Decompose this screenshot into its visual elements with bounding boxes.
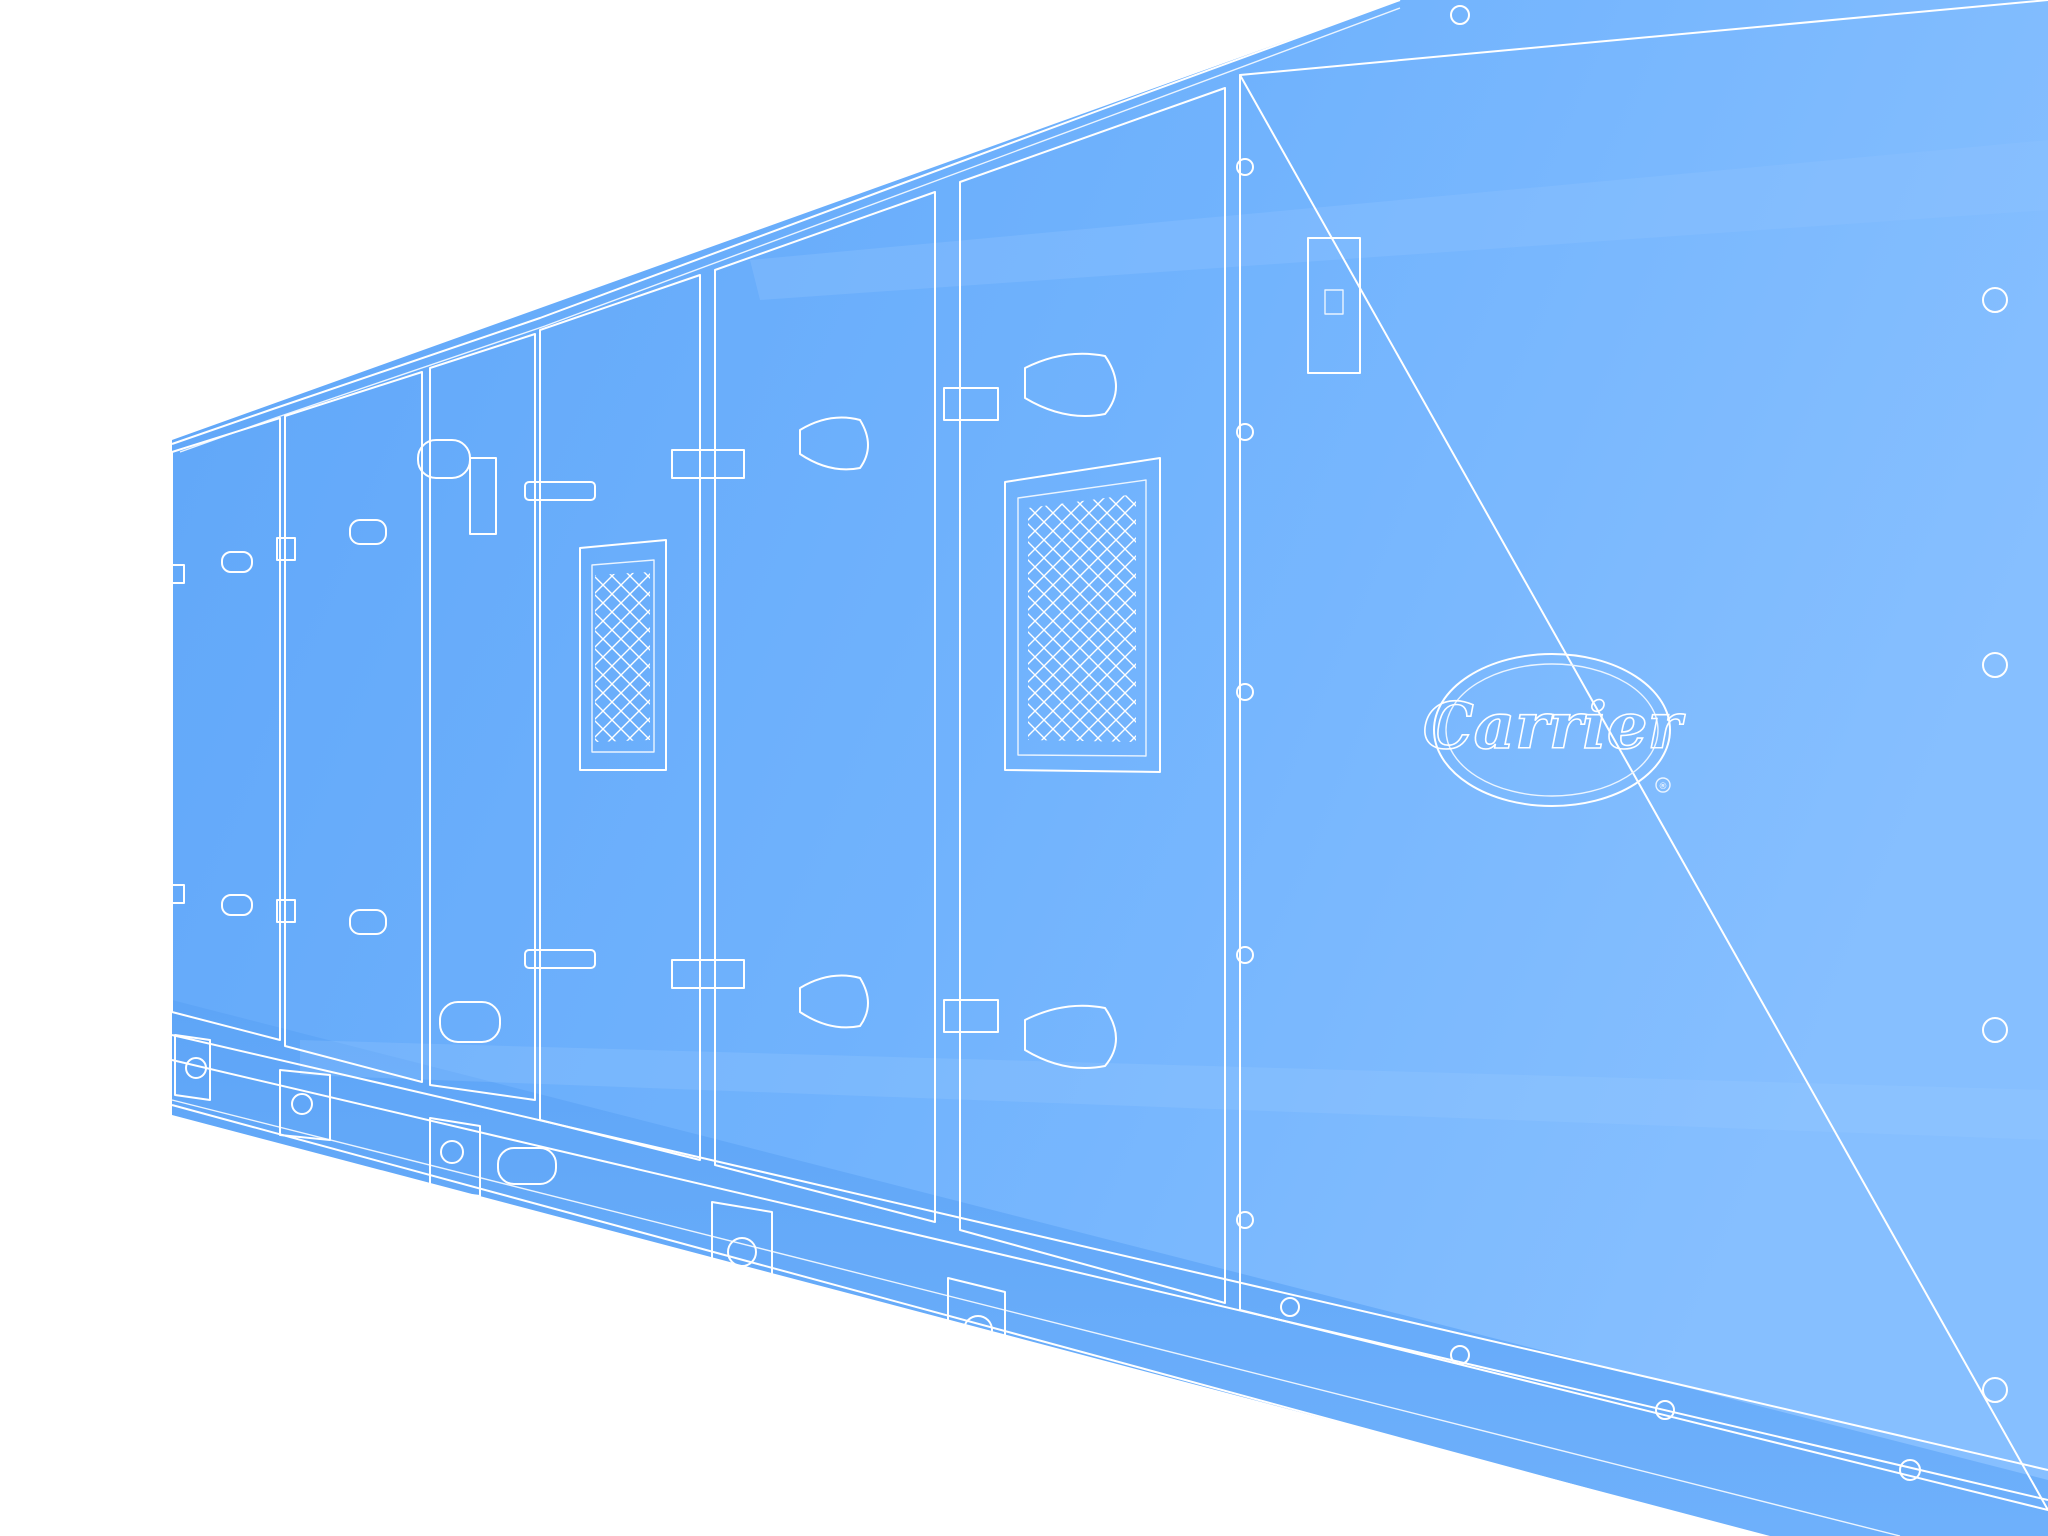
access-door-6 [959, 87, 1226, 1304]
registered-mark: ® [1659, 782, 1668, 792]
handle-icon [1024, 352, 1117, 1069]
bolts [1236, 5, 2008, 1481]
access-door-3 [429, 333, 536, 1101]
door-handles [221, 352, 1117, 1069]
door-hinges [171, 387, 999, 1033]
pipe-fittings [417, 439, 557, 1185]
handle-icon [799, 416, 869, 1029]
switch-plate [469, 237, 1361, 535]
unit-body [172, 0, 2048, 1536]
mounting-plates [174, 1034, 1006, 1389]
large-panel [1239, 0, 2048, 1511]
handle-icon [221, 551, 253, 916]
view-window-small [579, 539, 667, 771]
view-window-large [1004, 457, 1161, 773]
brand-logo-text: Carrier [1423, 689, 1686, 764]
base-frame [171, 1034, 2048, 1536]
access-door-4 [539, 274, 701, 1161]
access-door-5 [714, 191, 936, 1223]
brand-logo: Carrier ® [1422, 653, 1686, 807]
access-door-1 [171, 417, 281, 1041]
access-door-2 [284, 371, 423, 1083]
handle-icon [349, 519, 387, 935]
handle-icon [524, 481, 596, 969]
